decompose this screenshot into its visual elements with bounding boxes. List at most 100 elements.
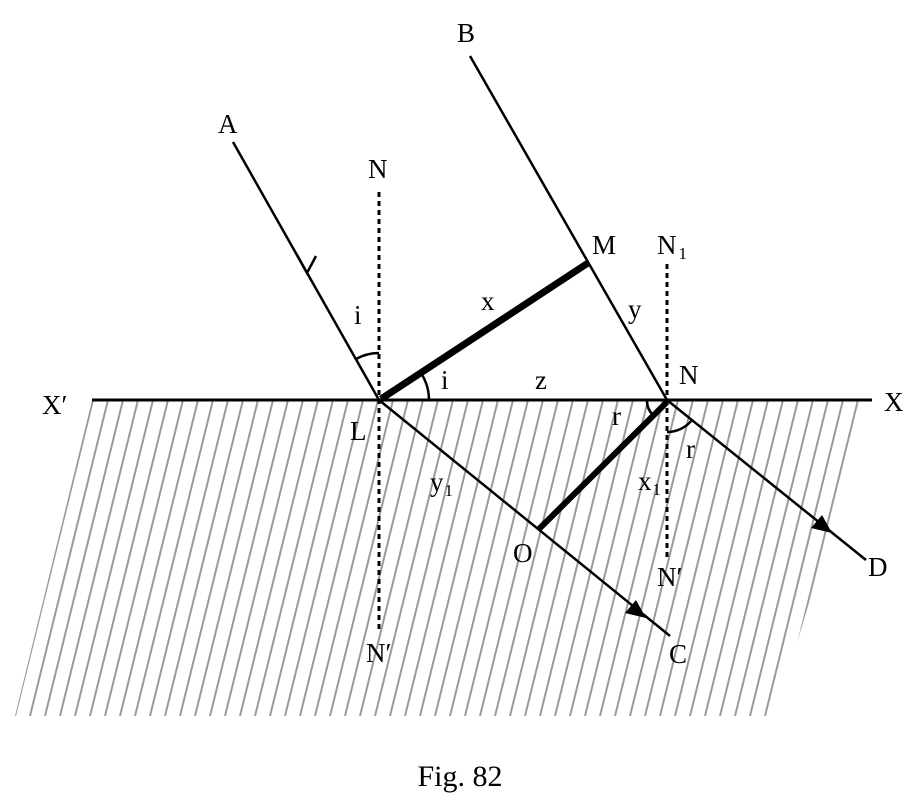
refracted-ray-LC-arrowhead [625, 600, 646, 618]
angle-arc-i-wavefront [419, 372, 431, 401]
hatch-line [119, 400, 199, 716]
refracted-ray-ND [666, 399, 867, 561]
hatch-line [224, 400, 304, 716]
hatch-line [885, 400, 921, 716]
label-r-right: r [686, 434, 695, 464]
hatch-line [734, 400, 814, 716]
hatch-line [104, 400, 184, 716]
hatch-line [614, 400, 694, 716]
label-y1-main: y [430, 467, 444, 497]
hatch-line [794, 400, 870, 716]
hatch-line [209, 400, 289, 716]
hatch-line [404, 400, 484, 716]
hatch-line [314, 400, 394, 716]
angle-arc-r-right [666, 419, 693, 434]
hatch-line [704, 400, 784, 716]
label-N-point: N [679, 360, 699, 390]
angle-arc-i-incidence [355, 351, 380, 361]
hatch-line [764, 400, 844, 716]
angle-arc-r-left [645, 399, 654, 416]
hatch-line [464, 400, 544, 716]
hatch-line [284, 400, 364, 716]
hatch-line [15, 400, 79, 716]
hatch-line [374, 400, 454, 716]
hatch-line [59, 400, 139, 716]
hatch-line [15, 400, 94, 716]
hatch-line [419, 400, 499, 716]
label-N1-subscript: 1 [679, 244, 688, 263]
hatch-line [900, 400, 921, 716]
hatch-line [329, 400, 409, 716]
hatch-line [434, 400, 514, 716]
label-i-left: i [354, 300, 362, 330]
label-C: C [669, 639, 687, 669]
label-N-top: N [368, 154, 388, 184]
hatch-line [269, 400, 349, 716]
hatch-line [479, 400, 559, 716]
label-r-left: r [612, 401, 621, 431]
hatch-line [74, 400, 154, 716]
hatch-line [659, 400, 739, 716]
hatch-line [599, 400, 679, 716]
hatch-line [689, 400, 769, 716]
incident-ray-arrow [295, 254, 318, 276]
hatch-line [179, 400, 259, 716]
refracted-wavefront-NO [536, 399, 670, 532]
figure-caption: Fig. 82 [417, 760, 502, 793]
label-x1-subscript: 1 [653, 480, 662, 499]
incident-ray-BN [468, 55, 669, 401]
hatch-line [719, 400, 799, 716]
refracted-ray-LC [378, 399, 671, 637]
label-M: M [592, 230, 616, 260]
label-O: O [513, 538, 533, 568]
label-N-prime-bottom: N′ [366, 638, 391, 668]
denser-medium-hatching [15, 400, 921, 716]
hatch-line [674, 400, 754, 716]
hatch-line [779, 400, 859, 716]
hatch-line [29, 400, 109, 716]
hatch-line [509, 400, 589, 716]
hatch-line [584, 400, 664, 716]
hatch-line [344, 400, 424, 716]
label-x1: x1 [638, 466, 661, 499]
label-x: x [481, 286, 495, 316]
hatch-line [494, 400, 574, 716]
label-x1-main: x [638, 466, 652, 496]
label-N1-main: N [657, 230, 677, 260]
label-y1: y1 [430, 467, 453, 500]
hatch-line [194, 400, 274, 716]
hatch-line [239, 400, 319, 716]
hatch-line [524, 400, 604, 716]
label-z: z [535, 365, 547, 395]
label-B: B [457, 18, 475, 48]
label-X-prime: X′ [42, 390, 67, 420]
hatch-line [164, 400, 244, 716]
hatch-line [749, 400, 829, 716]
hatch-line [44, 400, 124, 716]
hatch-line [449, 400, 529, 716]
hatch-line [134, 400, 214, 716]
label-L: L [350, 416, 367, 446]
label-D: D [868, 552, 888, 582]
hatch-line [359, 400, 439, 716]
label-y: y [628, 294, 642, 324]
incident-wavefront-LM [379, 260, 590, 402]
label-X: X [884, 387, 904, 417]
hatch-line [569, 400, 649, 716]
label-N-prime-right: N′ [657, 562, 682, 592]
hatch-line [89, 400, 169, 716]
hatch-line [254, 400, 334, 716]
refracted-ray-ND-arrowhead [811, 515, 832, 533]
hatch-line [539, 400, 619, 716]
label-i-right: i [441, 365, 449, 395]
hatch-line [915, 400, 921, 716]
label-y1-subscript: 1 [445, 481, 454, 500]
hatch-line [389, 400, 469, 716]
hatch-line [644, 400, 724, 716]
hatch-line [299, 400, 379, 716]
label-A: A [218, 109, 238, 139]
hatch-line [149, 400, 229, 716]
hatch-line [629, 400, 709, 716]
